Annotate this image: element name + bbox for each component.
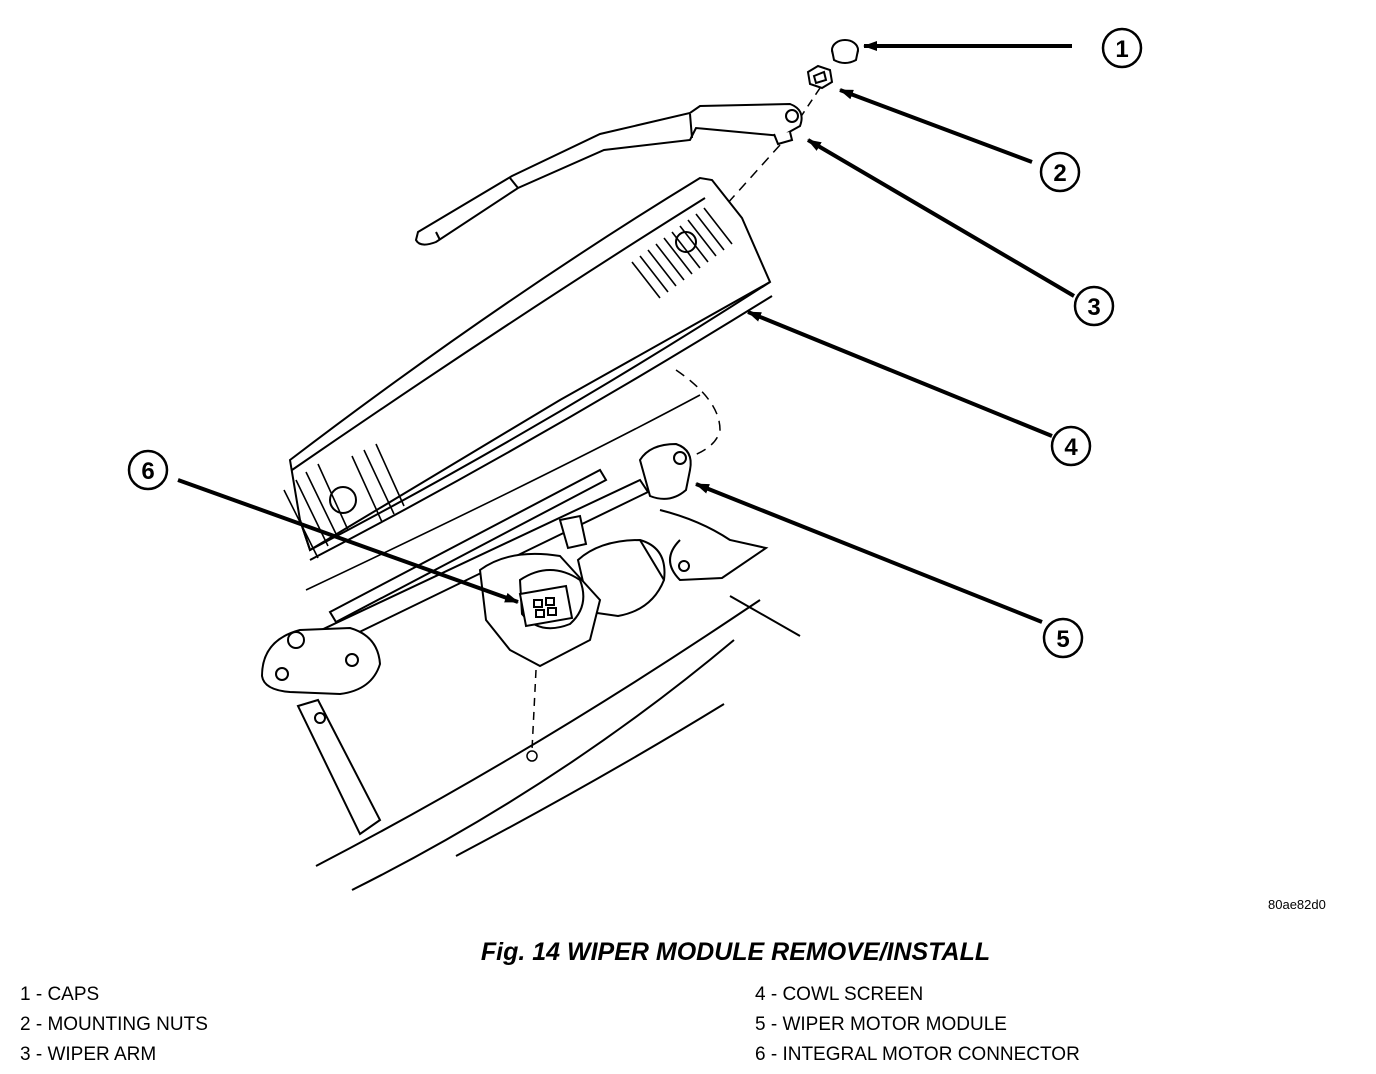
integral-motor-connector-part xyxy=(518,584,574,628)
legend-right: 4 - COWL SCREEN 5 - WIPER MOTOR MODULE 6… xyxy=(755,980,1080,1070)
callout-2: 2 xyxy=(1039,151,1081,193)
callout-4: 4 xyxy=(1050,425,1092,467)
wiper-module-illustration: 1 2 3 4 5 6 xyxy=(127,27,1143,891)
svg-text:3: 3 xyxy=(1087,294,1100,321)
legend-item: 3 - WIPER ARM xyxy=(20,1044,157,1065)
svg-text:5: 5 xyxy=(1056,626,1069,653)
callout-1: 1 xyxy=(1101,27,1143,69)
figure-title: Fig. 14 WIPER MODULE REMOVE/INSTALL xyxy=(480,938,991,966)
legend-item: 6 - INTEGRAL MOTOR CONNECTOR xyxy=(755,1044,1080,1065)
legend-item: 4 - COWL SCREEN xyxy=(755,984,924,1005)
cap-part xyxy=(831,39,859,64)
cowl-screen-part xyxy=(283,176,773,591)
callout-6: 6 xyxy=(127,449,169,491)
svg-text:6: 6 xyxy=(141,458,154,485)
legend-item: 1 - CAPS xyxy=(20,984,100,1005)
legend-left: 1 - CAPS 2 - MOUNTING NUTS 3 - WIPER ARM xyxy=(20,980,208,1070)
callout-5: 5 xyxy=(1042,617,1084,659)
legend-item: 5 - WIPER MOTOR MODULE xyxy=(755,1014,1007,1035)
callout-3: 3 xyxy=(1073,285,1115,327)
wiper-arm-part xyxy=(414,102,803,246)
svg-text:2: 2 xyxy=(1053,160,1066,187)
svg-text:4: 4 xyxy=(1064,434,1078,461)
callout-leaders xyxy=(177,41,1076,624)
mounting-nut-part xyxy=(806,64,834,90)
legend-item: 2 - MOUNTING NUTS xyxy=(20,1014,208,1035)
reference-code: 80ae82d0 xyxy=(1268,897,1326,912)
svg-text:1: 1 xyxy=(1115,36,1128,63)
